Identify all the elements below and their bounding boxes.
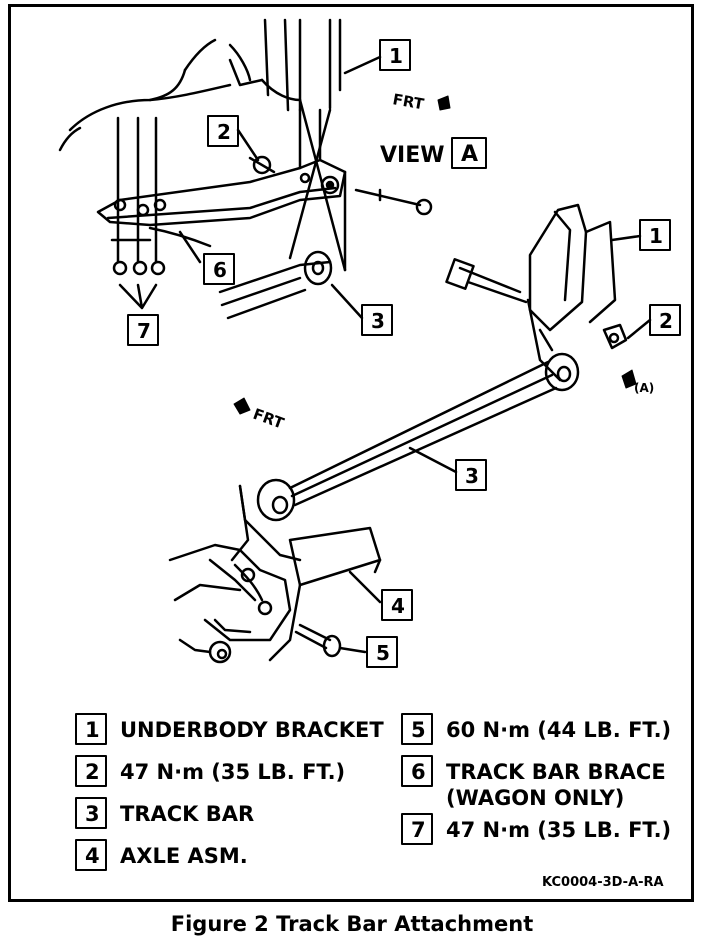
svg-text:2: 2 bbox=[85, 760, 100, 784]
callout-box-top-3: 3 bbox=[361, 304, 393, 336]
svg-text:6: 6 bbox=[411, 760, 426, 784]
svg-text:60 N·m (44 LB. FT.): 60 N·m (44 LB. FT.) bbox=[446, 718, 671, 742]
assembly-illustration bbox=[168, 203, 628, 664]
view-letter-box: A bbox=[451, 137, 487, 169]
svg-text:(WAGON ONLY): (WAGON ONLY) bbox=[446, 786, 624, 810]
figure-caption: Figure 2 Track Bar Attachment bbox=[170, 912, 534, 936]
svg-text:5: 5 bbox=[411, 718, 426, 742]
front-arrow-right bbox=[621, 369, 637, 389]
svg-text:47 N·m (35 LB. FT.): 47 N·m (35 LB. FT.) bbox=[446, 818, 671, 842]
legend-item-2: 2 47 N·m (35 LB. FT.) bbox=[75, 755, 345, 787]
svg-text:UNDERBODY BRACKET: UNDERBODY BRACKET bbox=[120, 718, 384, 742]
legend: 1 UNDERBODY BRACKET 2 47 N·m (35 LB. FT.… bbox=[75, 713, 671, 871]
svg-text:6: 6 bbox=[213, 258, 227, 282]
svg-text:3: 3 bbox=[85, 802, 100, 826]
callout-box-bottom-4: 4 bbox=[381, 589, 413, 621]
svg-text:47 N·m (35 LB. FT.): 47 N·m (35 LB. FT.) bbox=[120, 760, 345, 784]
legend-item-1: 1 UNDERBODY BRACKET bbox=[75, 713, 384, 745]
front-arrow-middle bbox=[233, 397, 251, 415]
svg-text:TRACK BAR BRACE: TRACK BAR BRACE bbox=[446, 760, 666, 784]
svg-text:4: 4 bbox=[85, 844, 100, 868]
legend-item-6: 6 TRACK BAR BRACE (WAGON ONLY) bbox=[401, 755, 666, 810]
figure-frame bbox=[8, 4, 694, 902]
svg-text:AXLE ASM.: AXLE ASM. bbox=[120, 844, 248, 868]
svg-text:3: 3 bbox=[465, 464, 479, 488]
bottom-leader-lines bbox=[338, 234, 652, 654]
top-leader-lines bbox=[118, 55, 382, 320]
callout-box-top-6: 6 bbox=[203, 253, 235, 285]
callout-box-top-7: 7 bbox=[127, 314, 159, 346]
svg-text:5: 5 bbox=[376, 641, 390, 665]
svg-text:7: 7 bbox=[411, 818, 426, 842]
callout-box-top-1: 1 bbox=[379, 39, 411, 71]
front-label-top: FRT bbox=[391, 90, 426, 113]
svg-text:3: 3 bbox=[371, 309, 385, 333]
callout-box-bottom-5: 5 bbox=[366, 636, 398, 668]
svg-text:1: 1 bbox=[649, 224, 663, 248]
figure-code: KC0004-3D-A-RA bbox=[542, 875, 664, 890]
svg-text:2: 2 bbox=[217, 120, 231, 144]
callout-box-bottom-1: 1 bbox=[639, 219, 671, 251]
callout-box-bottom-2: 2 bbox=[649, 304, 681, 336]
legend-item-5: 5 60 N·m (44 LB. FT.) bbox=[401, 713, 671, 745]
legend-item-4: 4 AXLE ASM. bbox=[75, 839, 248, 871]
svg-text:A: A bbox=[461, 142, 478, 167]
legend-item-7: 7 47 N·m (35 LB. FT.) bbox=[401, 813, 671, 845]
svg-text:7: 7 bbox=[137, 319, 151, 343]
front-arrow-top bbox=[437, 95, 451, 111]
front-label-middle: FRT bbox=[251, 405, 287, 433]
callout-box-bottom-3: 3 bbox=[455, 459, 487, 491]
front-label-right: (A) bbox=[634, 381, 654, 395]
view-a-illustration bbox=[58, 18, 433, 320]
svg-text:1: 1 bbox=[389, 44, 403, 68]
svg-text:1: 1 bbox=[85, 718, 100, 742]
legend-item-3: 3 TRACK BAR bbox=[75, 797, 254, 829]
svg-text:TRACK BAR: TRACK BAR bbox=[120, 802, 254, 826]
view-label: VIEW bbox=[380, 143, 445, 168]
svg-text:4: 4 bbox=[391, 594, 405, 618]
svg-text:2: 2 bbox=[659, 309, 673, 333]
callout-box-top-2: 2 bbox=[207, 115, 239, 147]
